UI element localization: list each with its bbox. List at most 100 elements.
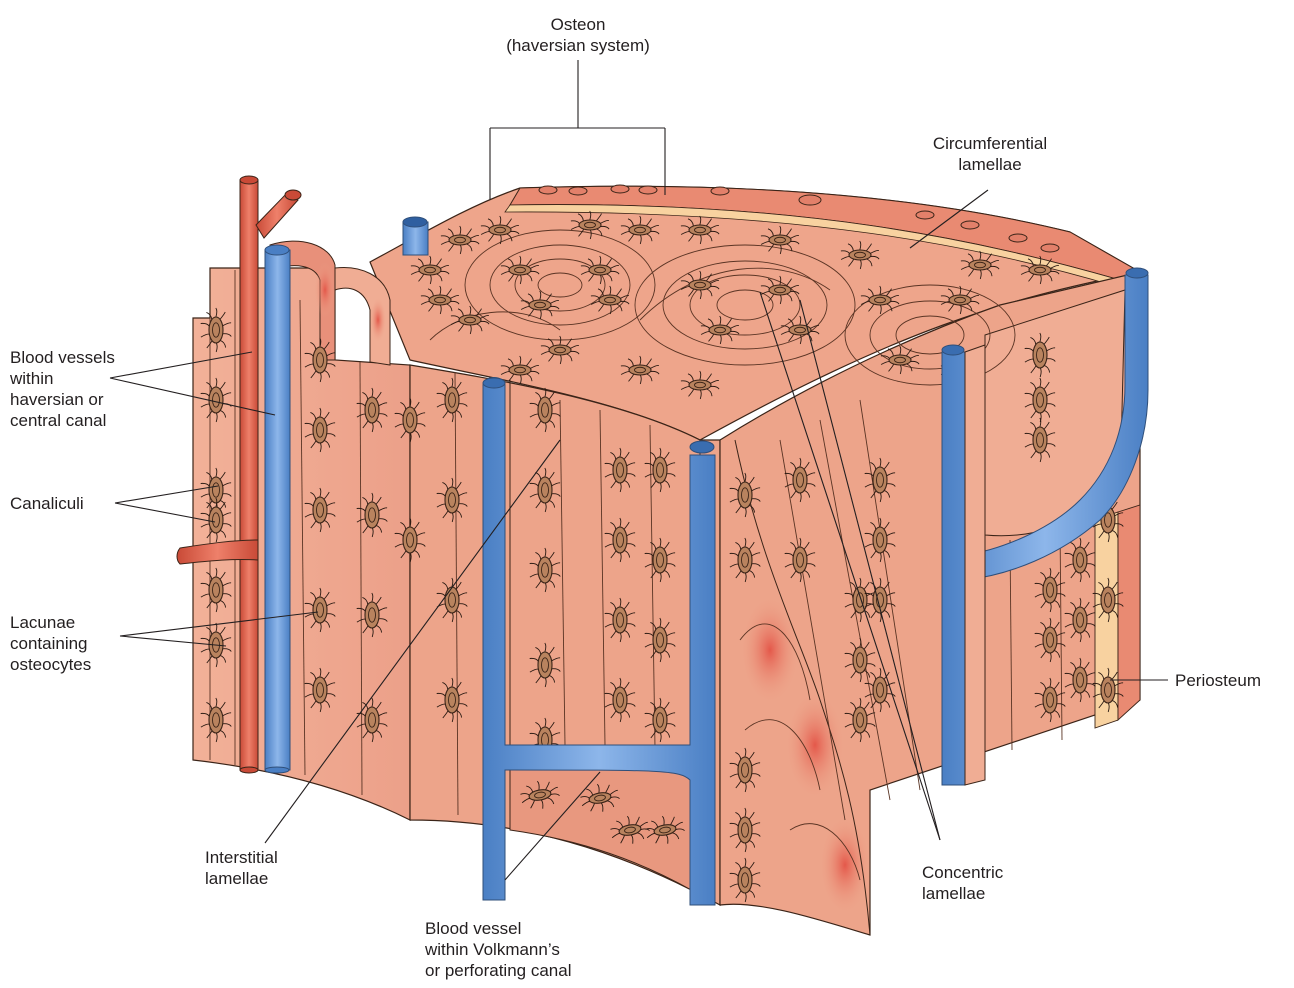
osteocyte-cell — [689, 225, 711, 235]
osteocyte-cell — [1033, 427, 1047, 453]
osteocyte-cell — [873, 467, 887, 493]
osteocyte-cell — [653, 457, 667, 483]
osteocyte-cell — [589, 265, 611, 275]
label-volkmann-line1: Blood vessel — [425, 918, 571, 939]
osteocyte-cell — [449, 235, 471, 245]
osteocyte-cell — [403, 407, 417, 433]
osteocyte-cell — [313, 677, 327, 703]
osteocyte-cell — [459, 315, 481, 325]
osteocyte-cell — [313, 417, 327, 443]
osteocyte-cell — [365, 397, 379, 423]
osteocyte-cell — [529, 300, 551, 310]
label-canaliculi-line1: Canaliculi — [10, 493, 84, 514]
osteocyte-cell — [853, 587, 867, 613]
label-periosteum-line1: Periosteum — [1175, 670, 1261, 691]
osteocyte-cell — [209, 317, 223, 343]
osteocyte-cell — [1029, 265, 1051, 275]
osteocyte-cell — [1073, 667, 1087, 693]
bone-front-face — [410, 365, 720, 905]
label-lacunae: Lacunae containing osteocytes — [10, 612, 91, 675]
osteocyte-cell — [538, 397, 552, 423]
osteocyte-cell — [853, 707, 867, 733]
label-volkmann-canal: Blood vessel within Volkmann’s or perfor… — [425, 918, 571, 981]
osteocyte-cell — [445, 587, 459, 613]
osteocyte-cell — [419, 265, 441, 275]
osteocyte-cell — [365, 602, 379, 628]
label-blood-vessels-haversian: Blood vessels within haversian or centra… — [10, 347, 115, 431]
label-lacunae-line3: osteocytes — [10, 654, 91, 675]
osteocyte-cell — [209, 507, 223, 533]
label-blood-vessels-line3: haversian or — [10, 389, 115, 410]
osteocyte-cell — [599, 295, 621, 305]
osteocyte-cell — [613, 607, 627, 633]
osteocyte-cell — [738, 867, 752, 893]
osteocyte-cell — [538, 557, 552, 583]
label-blood-vessels-line1: Blood vessels — [10, 347, 115, 368]
osteocyte-cell — [969, 260, 991, 270]
label-circumferential-line1: Circumferential — [910, 133, 1070, 154]
osteocyte-cell — [1073, 607, 1087, 633]
osteocyte-cell — [1101, 677, 1115, 703]
label-volkmann-line2: within Volkmann’s — [425, 939, 571, 960]
osteocyte-cell — [793, 547, 807, 573]
osteocyte-cell — [579, 220, 601, 230]
osteocyte-cell — [1043, 627, 1057, 653]
label-blood-vessels-line4: central canal — [10, 410, 115, 431]
osteocyte-cell — [489, 225, 511, 235]
label-lacunae-line2: containing — [10, 633, 91, 654]
osteocyte-cell — [538, 477, 552, 503]
osteocyte-cell — [429, 295, 451, 305]
label-osteon-line1: Osteon — [498, 14, 658, 35]
label-volkmann-line3: or perforating canal — [425, 960, 571, 981]
osteocyte-cell — [549, 345, 571, 355]
osteocyte-cell — [949, 295, 971, 305]
osteocyte-cell — [445, 487, 459, 513]
osteocyte-cell — [849, 250, 871, 260]
osteocyte-cell — [873, 527, 887, 553]
osteocyte-cell — [1043, 687, 1057, 713]
osteocyte-cell — [613, 687, 627, 713]
osteocyte-cell — [613, 527, 627, 553]
osteocyte-cell — [653, 707, 667, 733]
osteocyte-cell — [209, 707, 223, 733]
osteocyte-cell — [313, 347, 327, 373]
osteocyte-cell — [365, 707, 379, 733]
osteocyte-cell — [1073, 547, 1087, 573]
osteocyte-cell — [689, 280, 711, 290]
osteocyte-cell — [538, 652, 552, 678]
osteocyte-cell — [629, 225, 651, 235]
osteocyte-cell — [793, 467, 807, 493]
osteocyte-cell — [313, 597, 327, 623]
osteocyte-cell — [853, 647, 867, 673]
label-periosteum: Periosteum — [1175, 670, 1261, 691]
osteocyte-cell — [738, 482, 752, 508]
osteocyte-cell — [869, 295, 891, 305]
label-concentric-lamellae: Concentric lamellae — [922, 862, 1003, 904]
label-blood-vessels-line2: within — [10, 368, 115, 389]
osteocyte-cell — [653, 547, 667, 573]
osteocyte-cell — [403, 527, 417, 553]
label-circumferential-lamellae: Circumferential lamellae — [910, 133, 1070, 175]
osteocyte-cell — [689, 380, 711, 390]
label-interstitial-line1: Interstitial — [205, 847, 278, 868]
label-concentric-line2: lamellae — [922, 883, 1003, 904]
osteocyte-cell — [445, 687, 459, 713]
osteocyte-cell — [738, 817, 752, 843]
label-canaliculi: Canaliculi — [10, 493, 84, 514]
osteocyte-cell — [769, 285, 791, 295]
osteocyte-cell — [509, 365, 531, 375]
osteocyte-cell — [509, 265, 531, 275]
osteocyte-cell — [445, 387, 459, 413]
label-concentric-line1: Concentric — [922, 862, 1003, 883]
label-osteon-line2: (haversian system) — [498, 35, 658, 56]
osteocyte-cell — [873, 677, 887, 703]
osteocyte-cell — [889, 355, 911, 365]
osteocyte-cell — [1033, 387, 1047, 413]
osteocyte-cell — [769, 235, 791, 245]
label-circumferential-line2: lamellae — [910, 154, 1070, 175]
label-lacunae-line1: Lacunae — [10, 612, 91, 633]
osteocyte-cell — [613, 457, 627, 483]
label-osteon: Osteon (haversian system) — [498, 14, 658, 56]
osteocyte-cell — [313, 497, 327, 523]
osteocyte-cell — [709, 325, 731, 335]
